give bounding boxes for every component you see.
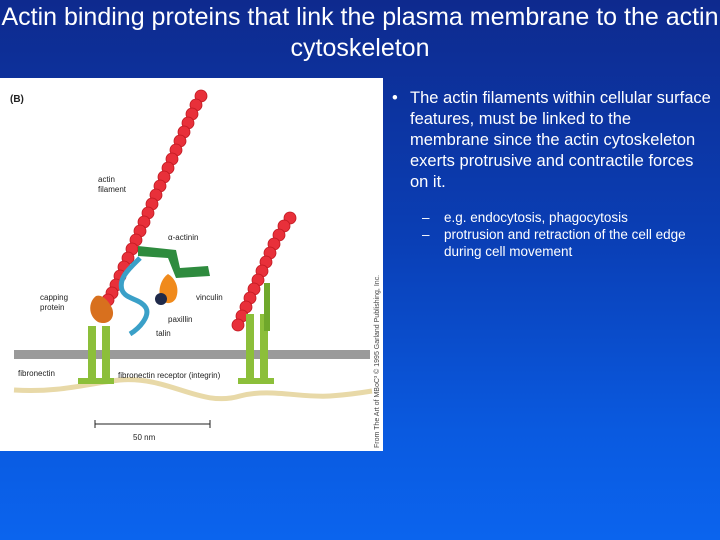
- label-capping-protein: protein: [40, 303, 64, 312]
- label-talin: talin: [156, 329, 171, 338]
- alpha-actinin-shape: [138, 246, 210, 278]
- integrin-third: [264, 283, 270, 331]
- bullet-text: The actin filaments within cellular surf…: [410, 89, 711, 191]
- label-fibronectin: fibronectin: [18, 369, 55, 378]
- plasma-membrane: [14, 350, 370, 359]
- figure-credit: From The Art of MBoC³ © 1995 Garland Pub…: [373, 275, 381, 448]
- actin-membrane-linkage-diagram: (B): [0, 78, 383, 451]
- sub-bullet-item: – e.g. endocytosis, phagocytosis: [422, 209, 712, 226]
- bullet-list: • The actin filaments within cellular su…: [392, 88, 712, 260]
- vinculin-head: [155, 293, 167, 305]
- label-scale: 50 nm: [133, 433, 156, 442]
- label-actin-filament: filament: [98, 185, 127, 194]
- label-vinculin: vinculin: [196, 293, 223, 302]
- label-actin: actin: [98, 175, 115, 184]
- bullet-item: • The actin filaments within cellular su…: [392, 88, 712, 193]
- label-alpha-actinin: α-actinin: [168, 233, 198, 242]
- scale-bar: [95, 420, 210, 428]
- sub-bullet-list: – e.g. endocytosis, phagocytosis – protr…: [392, 209, 712, 260]
- panel-label: (B): [10, 94, 24, 105]
- sub-bullet-marker: –: [422, 226, 430, 243]
- sub-bullet-text: e.g. endocytosis, phagocytosis: [444, 210, 628, 225]
- sub-bullet-text: protrusion and retraction of the cell ed…: [444, 227, 686, 259]
- bullet-marker: •: [392, 88, 398, 109]
- fibronectin-strand: [14, 380, 372, 399]
- label-fibronectin-receptor: fibronectin receptor (integrin): [118, 371, 221, 380]
- slide-title: Actin binding proteins that link the pla…: [0, 2, 720, 64]
- sub-bullet-marker: –: [422, 209, 430, 226]
- sub-bullet-item: – protrusion and retraction of the cell …: [422, 226, 712, 260]
- label-paxillin: paxillin: [168, 315, 192, 324]
- label-capping: capping: [40, 293, 68, 302]
